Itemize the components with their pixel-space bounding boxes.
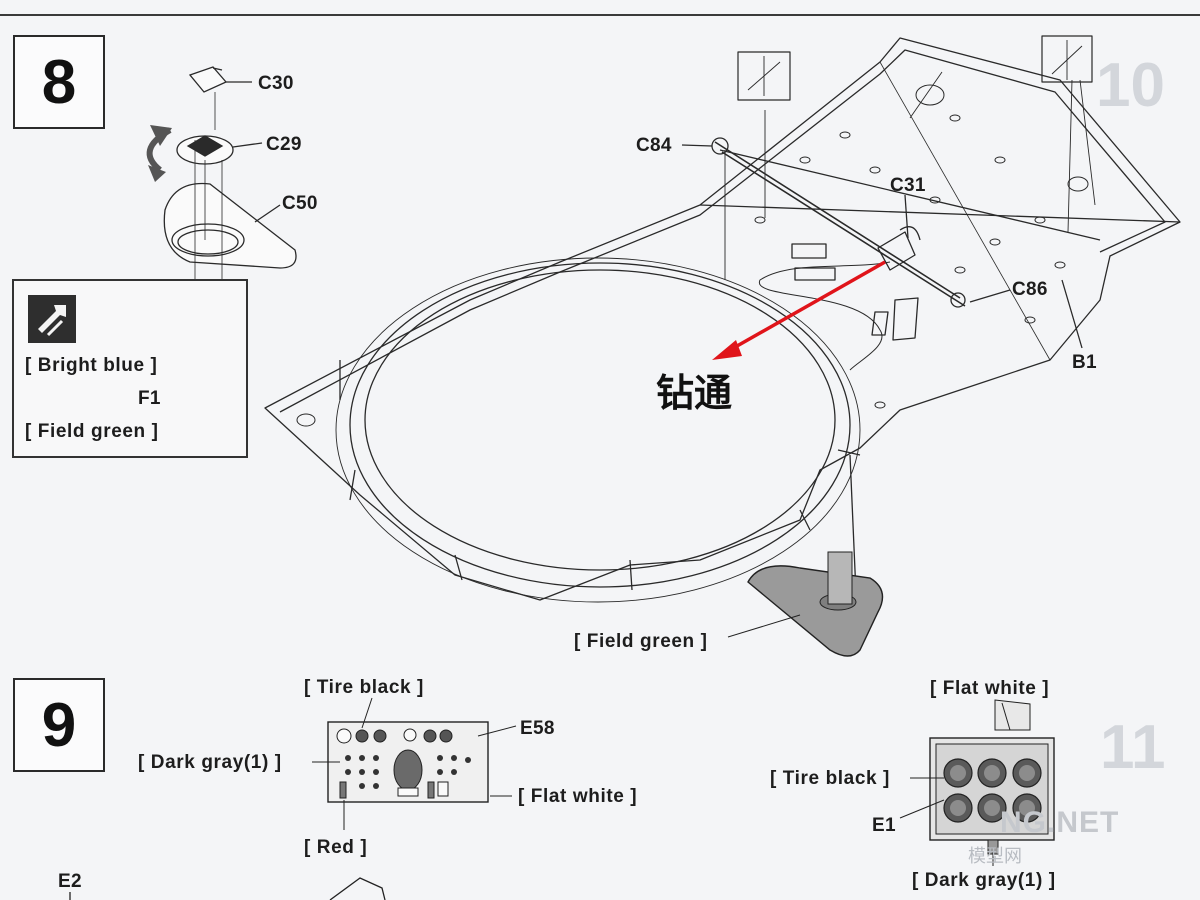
paint-label-field-green-mount: [ Field green ] [574, 631, 708, 652]
paint-label-tire-black-9: [ Tire black ] [304, 677, 424, 698]
top-rule [0, 14, 1200, 16]
field-green-mount [727, 551, 884, 657]
part-label-c50: C50 [282, 193, 318, 214]
part-label-c86: C86 [1012, 279, 1048, 300]
paint-label-dark-gray-9: [ Dark gray(1) ] [138, 752, 282, 773]
part-label-b1: B1 [1072, 352, 1097, 373]
ghost-step-11: 11 [1100, 713, 1166, 782]
part-label-f1: F1 [138, 388, 161, 409]
paint-label-bright-blue: [ Bright blue ] [25, 355, 158, 376]
hull-floor-outline [264, 37, 1181, 601]
paint-label-flat-white-9: [ Flat white ] [518, 786, 638, 807]
paint-label-field-green-legend: [ Field green ] [25, 421, 159, 442]
step8-parts [146, 66, 297, 360]
paint-label-dark-gray-11: [ Dark gray(1) ] [912, 870, 1056, 891]
drill-arrow [712, 260, 886, 360]
part-label-e1: E1 [872, 815, 896, 836]
e58-panel [312, 697, 517, 830]
paint-label-flat-white-11: [ Flat white ] [930, 678, 1050, 699]
part-label-c31: C31 [890, 175, 926, 196]
part-label-e2: E2 [58, 871, 82, 892]
step-8-number: 8 [13, 35, 105, 129]
watermark-subtext: 模型网 [968, 846, 1022, 867]
part-label-e58: E58 [520, 718, 555, 739]
assembly-arrows-icon [28, 295, 76, 343]
ghost-step-10: 10 [1096, 51, 1165, 120]
drill-through-note: 钻通 [656, 371, 733, 415]
e1-box [899, 699, 1055, 866]
part-label-c29: C29 [266, 134, 302, 155]
paint-label-tire-black-11: [ Tire black ] [770, 768, 890, 789]
part-label-c30: C30 [258, 73, 294, 94]
watermark-text: NG.NET [1000, 806, 1120, 839]
e2-fragment [69, 877, 386, 900]
paint-label-red-9: [ Red ] [304, 837, 368, 858]
paint-legend [12, 279, 248, 458]
part-label-c84: C84 [636, 135, 672, 156]
step-9-number: 9 [13, 678, 105, 772]
